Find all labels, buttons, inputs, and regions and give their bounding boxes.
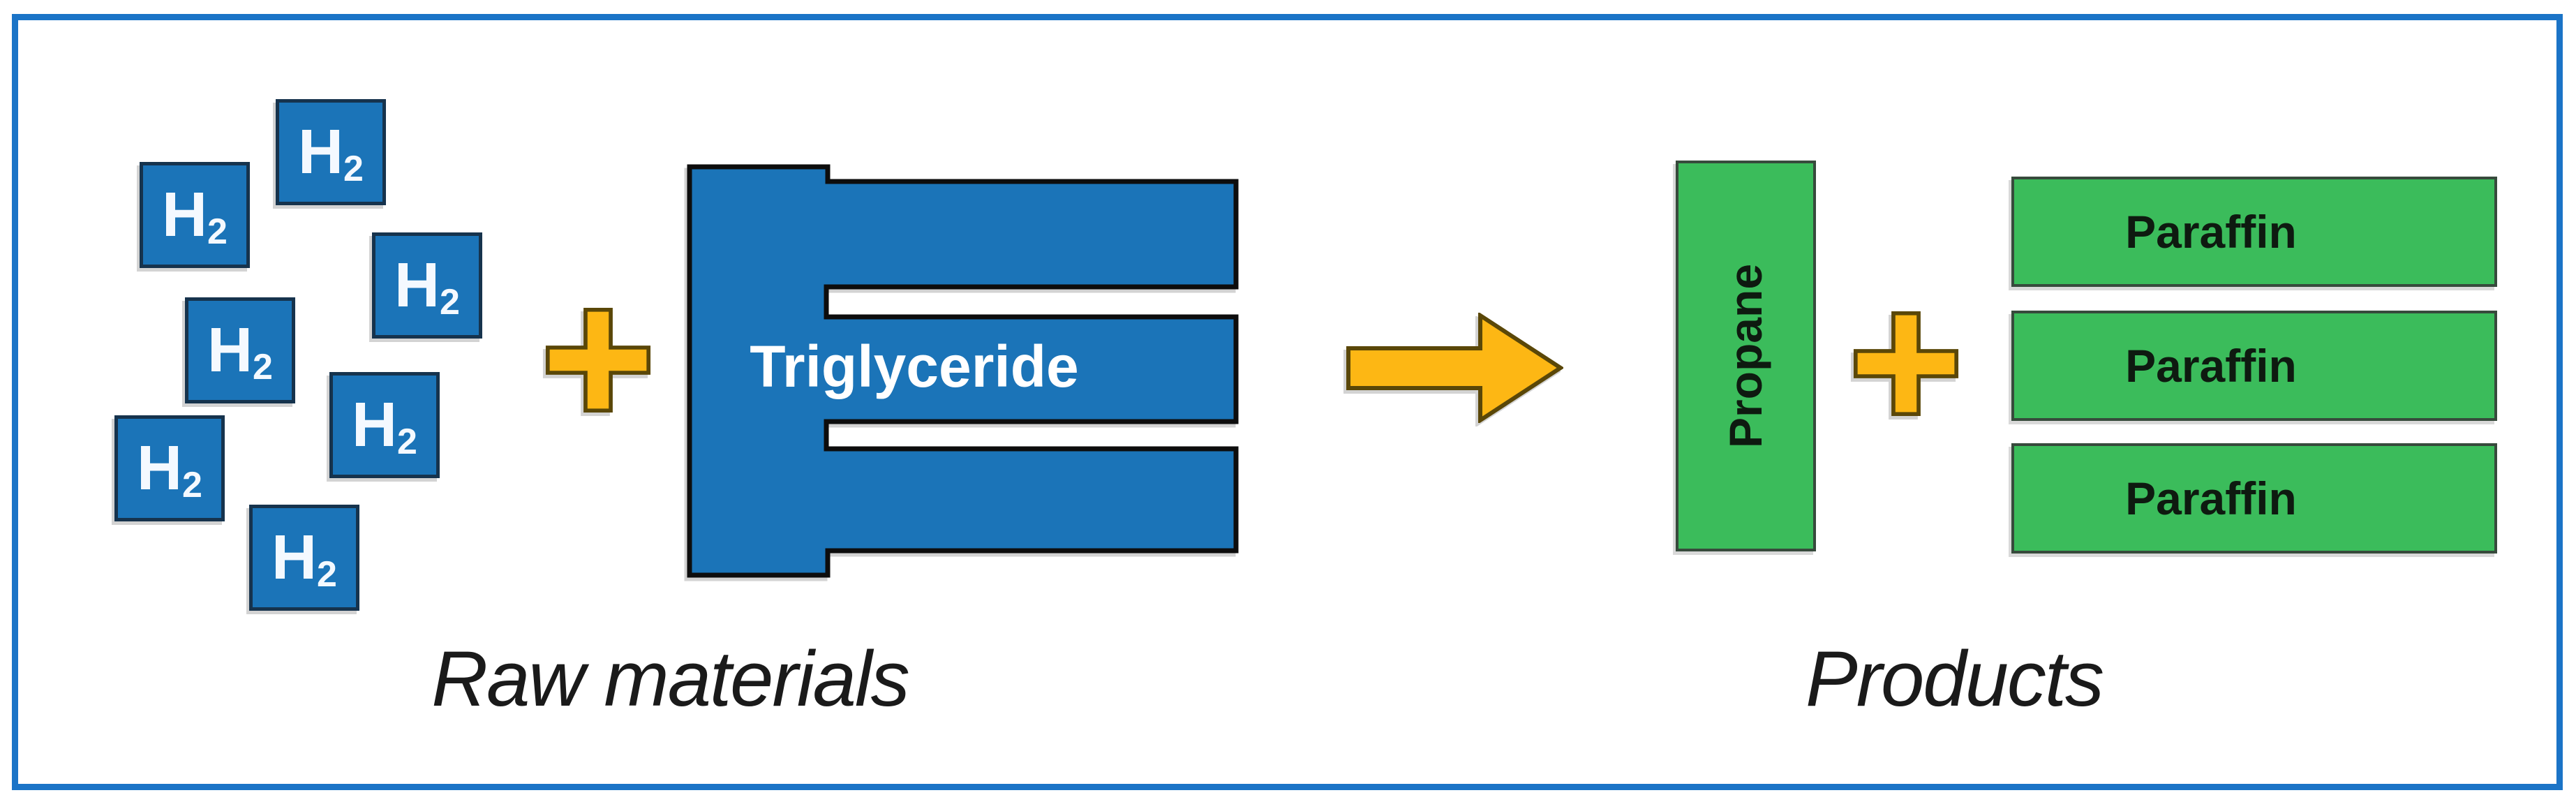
hydrogen-subscript: 2 [397,422,417,462]
arrow-right-icon [1346,313,1563,423]
propane-box: Propane [1676,161,1816,551]
paraffin-box: Paraffin [2011,311,2497,421]
hydrogen-subscript: 2 [343,149,364,189]
hydrogen-symbol: H [162,180,208,250]
plus-shape [545,307,651,413]
plus-icon [545,307,651,413]
hydrogen-subscript: 2 [440,282,460,322]
paraffin-box: Paraffin [2011,177,2497,287]
paraffin-box: Paraffin [2011,443,2497,554]
plus-icon [1853,311,1959,417]
paraffin-label: Paraffin [2125,206,2297,258]
hydrogen-subscript: 2 [253,347,273,387]
propane-label: Propane [1720,263,1772,449]
hydrogen-symbol: H [207,315,253,385]
triglyceride-shape [687,164,1239,578]
hydrogen-subscript: 2 [317,554,337,595]
hydrogen-symbol: H [271,523,318,593]
arrow-shape [1346,313,1563,423]
triglyceride-polygon [687,164,1239,578]
hydrogen-symbol: H [298,117,344,187]
hydrogen-symbol: H [352,390,398,460]
hydrogen-subscript: 2 [207,211,228,252]
hydrogen-symbol: H [394,251,440,320]
products-caption: Products [1806,635,2104,722]
plus-shape [1853,311,1959,417]
paraffin-label: Paraffin [2125,340,2297,392]
triglyceride-label: Triglyceride [750,334,1079,399]
paraffin-label: Paraffin [2125,473,2297,524]
hydrogen-symbol: H [137,433,183,503]
raw-materials-caption: Raw materials [431,635,910,722]
hydrogen-subscript: 2 [182,465,202,505]
